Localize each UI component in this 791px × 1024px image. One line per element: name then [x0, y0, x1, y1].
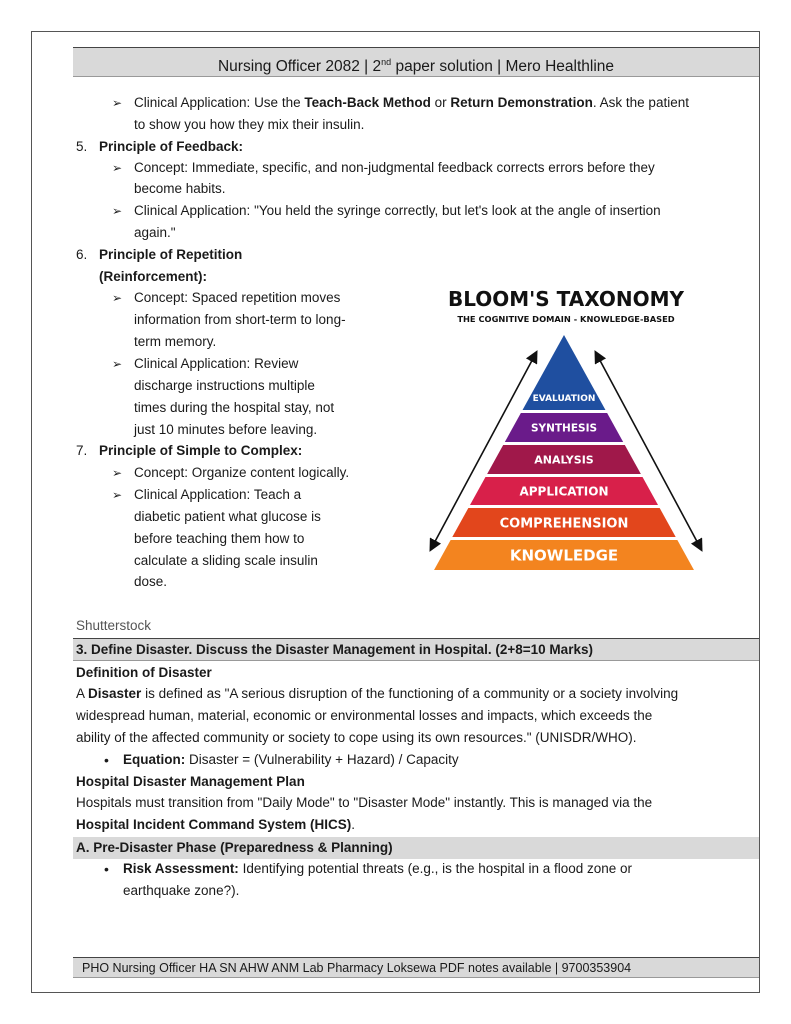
- page-header: Nursing Officer 2082 | 2nd paper solutio…: [73, 47, 759, 77]
- pyramid-label: ANALYSIS: [534, 454, 594, 467]
- pyramid-label: KNOWLEDGE: [510, 547, 618, 565]
- text-line: widespread human, material, economic or …: [76, 708, 653, 723]
- pyramid-level-synthesis: [504, 413, 624, 442]
- section-heading: 3. Define Disaster. Discuss the Disaster…: [76, 642, 593, 657]
- arrow-bullet-icon: ➢: [112, 161, 123, 175]
- pyramid-level-knowledge: [434, 540, 694, 570]
- text-line: Concept: Immediate, specific, and non-ju…: [134, 160, 655, 175]
- pyramid-level-evaluation: [522, 335, 606, 410]
- text-line: information from short-term to long-: [134, 312, 346, 327]
- figure-caption: Shutterstock: [76, 618, 152, 633]
- arrow-bullet-icon: ➢: [112, 291, 123, 305]
- text-line: to show you how they mix their insulin.: [134, 117, 365, 132]
- subheading: Definition of Disaster: [76, 665, 212, 680]
- text-line: Hospital Incident Command System (HICS).: [76, 817, 356, 832]
- text-line: Concept: Organize content logically.: [134, 465, 350, 480]
- pyramid-level-analysis: [487, 445, 641, 474]
- subsection-band: A. Pre-Disaster Phase (Preparedness & Pl…: [73, 837, 759, 859]
- pyramid-label: SYNTHESIS: [531, 422, 597, 434]
- arrow-bullet-icon: ➢: [112, 357, 123, 371]
- clinical-application-line: Clinical Application: Use the Teach-Back…: [134, 95, 689, 110]
- figure-title: BLOOM'S TAXONOMY: [448, 287, 685, 311]
- text-line: earthquake zone?).: [123, 883, 240, 898]
- list-number: 7.: [76, 443, 88, 458]
- header-title: Nursing Officer 2082 | 2: [217, 58, 382, 76]
- text-line: Clinical Application: "You held the syri…: [134, 203, 661, 218]
- list-number: 6.: [76, 247, 88, 262]
- text-line: times during the hospital stay, not: [134, 400, 335, 415]
- arrow-bullet-icon: ➢: [112, 96, 123, 110]
- subsection-heading: A. Pre-Disaster Phase (Preparedness & Pl…: [76, 840, 393, 855]
- text-line: Clinical Application: Teach a: [134, 487, 302, 502]
- pyramid-level-comprehension: [452, 508, 676, 537]
- text-line: calculate a sliding scale insulin: [134, 553, 318, 568]
- pyramid-label: COMPREHENSION: [500, 516, 629, 531]
- text-line: dose.: [134, 574, 168, 589]
- left-arrow-icon: [429, 350, 538, 552]
- text-line: Risk Assessment: Identifying potential t…: [123, 861, 633, 876]
- text-line: ability of the affected community or soc…: [76, 730, 637, 745]
- arrow-bullet-icon: ➢: [112, 488, 123, 502]
- subheading: Hospital Disaster Management Plan: [76, 774, 305, 789]
- principle-title: Principle of Repetition: [99, 247, 243, 262]
- text-line: Hospitals must transition from "Daily Mo…: [76, 795, 653, 810]
- page-border: [31, 31, 760, 993]
- principle-title: Principle of Feedback:: [99, 139, 244, 154]
- principle-title: (Reinforcement):: [99, 269, 208, 284]
- text-line: before teaching them how to: [134, 531, 305, 546]
- pyramid-label: APPLICATION: [519, 485, 608, 499]
- arrow-bullet-icon: ➢: [112, 466, 123, 480]
- list-number: 5.: [76, 139, 88, 154]
- section-heading-band: 3. Define Disaster. Discuss the Disaster…: [73, 638, 759, 661]
- text-line: again.": [134, 225, 176, 240]
- text-line: A Disaster is defined as "A serious disr…: [76, 686, 679, 701]
- footer-text: PHO Nursing Officer HA SN AHW ANM Lab Ph…: [82, 961, 632, 975]
- text-line: just 10 minutes before leaving.: [134, 422, 318, 437]
- right-arrow-icon: [594, 350, 703, 552]
- principle-title: Principle of Simple to Complex:: [99, 443, 303, 458]
- text-line: Clinical Application: Review: [134, 356, 299, 371]
- text-line: term memory.: [134, 334, 217, 349]
- bullet-icon: •: [104, 752, 109, 768]
- page-footer: PHO Nursing Officer HA SN AHW ANM Lab Ph…: [73, 957, 759, 978]
- figure-subtitle: THE COGNITIVE DOMAIN - KNOWLEDGE-BASED: [457, 314, 674, 324]
- pyramid-label: EVALUATION: [533, 394, 596, 404]
- text-line: Equation: Disaster = (Vulnerability + Ha…: [123, 752, 459, 767]
- header-title-rest: paper solution | Mero Healthline: [391, 58, 615, 76]
- text-line: discharge instructions multiple: [134, 378, 315, 393]
- pyramid-level-application: [469, 477, 659, 505]
- bullet-icon: •: [104, 861, 109, 877]
- text-line: diabetic patient what glucose is: [134, 509, 321, 524]
- arrow-bullet-icon: ➢: [112, 204, 123, 218]
- header-sup: nd: [381, 57, 392, 67]
- text-line: Concept: Spaced repetition moves: [134, 290, 341, 305]
- text-line: become habits.: [134, 181, 226, 196]
